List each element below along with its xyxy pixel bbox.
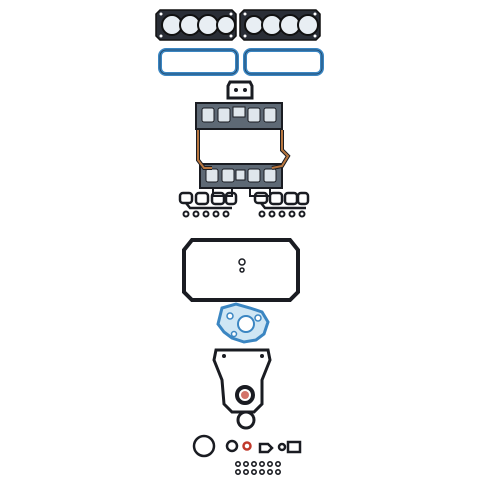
valve-cover-gasket-right <box>243 48 324 76</box>
intake-manifold-gasket <box>195 102 283 197</box>
head-gasket-left <box>155 9 237 41</box>
exhaust-manifold-gasket-left <box>178 191 238 210</box>
valve-cover-gasket-left <box>158 48 239 76</box>
small-seals-and-orings <box>192 434 302 458</box>
water-pump-gasket <box>216 302 270 344</box>
small-washer-row-right <box>258 210 306 218</box>
rear-main-seal <box>235 385 256 430</box>
tiny-washers-grid <box>235 460 281 475</box>
end-seal-left <box>196 130 212 170</box>
end-seal-right <box>271 130 291 170</box>
oil-pan-gasket <box>182 238 300 302</box>
small-washer-row-left <box>182 210 230 218</box>
throttle-body-gasket <box>226 80 254 100</box>
head-gasket-right <box>239 9 321 41</box>
exhaust-manifold-gasket-right <box>253 191 310 210</box>
timing-cover-gasket <box>212 348 272 414</box>
